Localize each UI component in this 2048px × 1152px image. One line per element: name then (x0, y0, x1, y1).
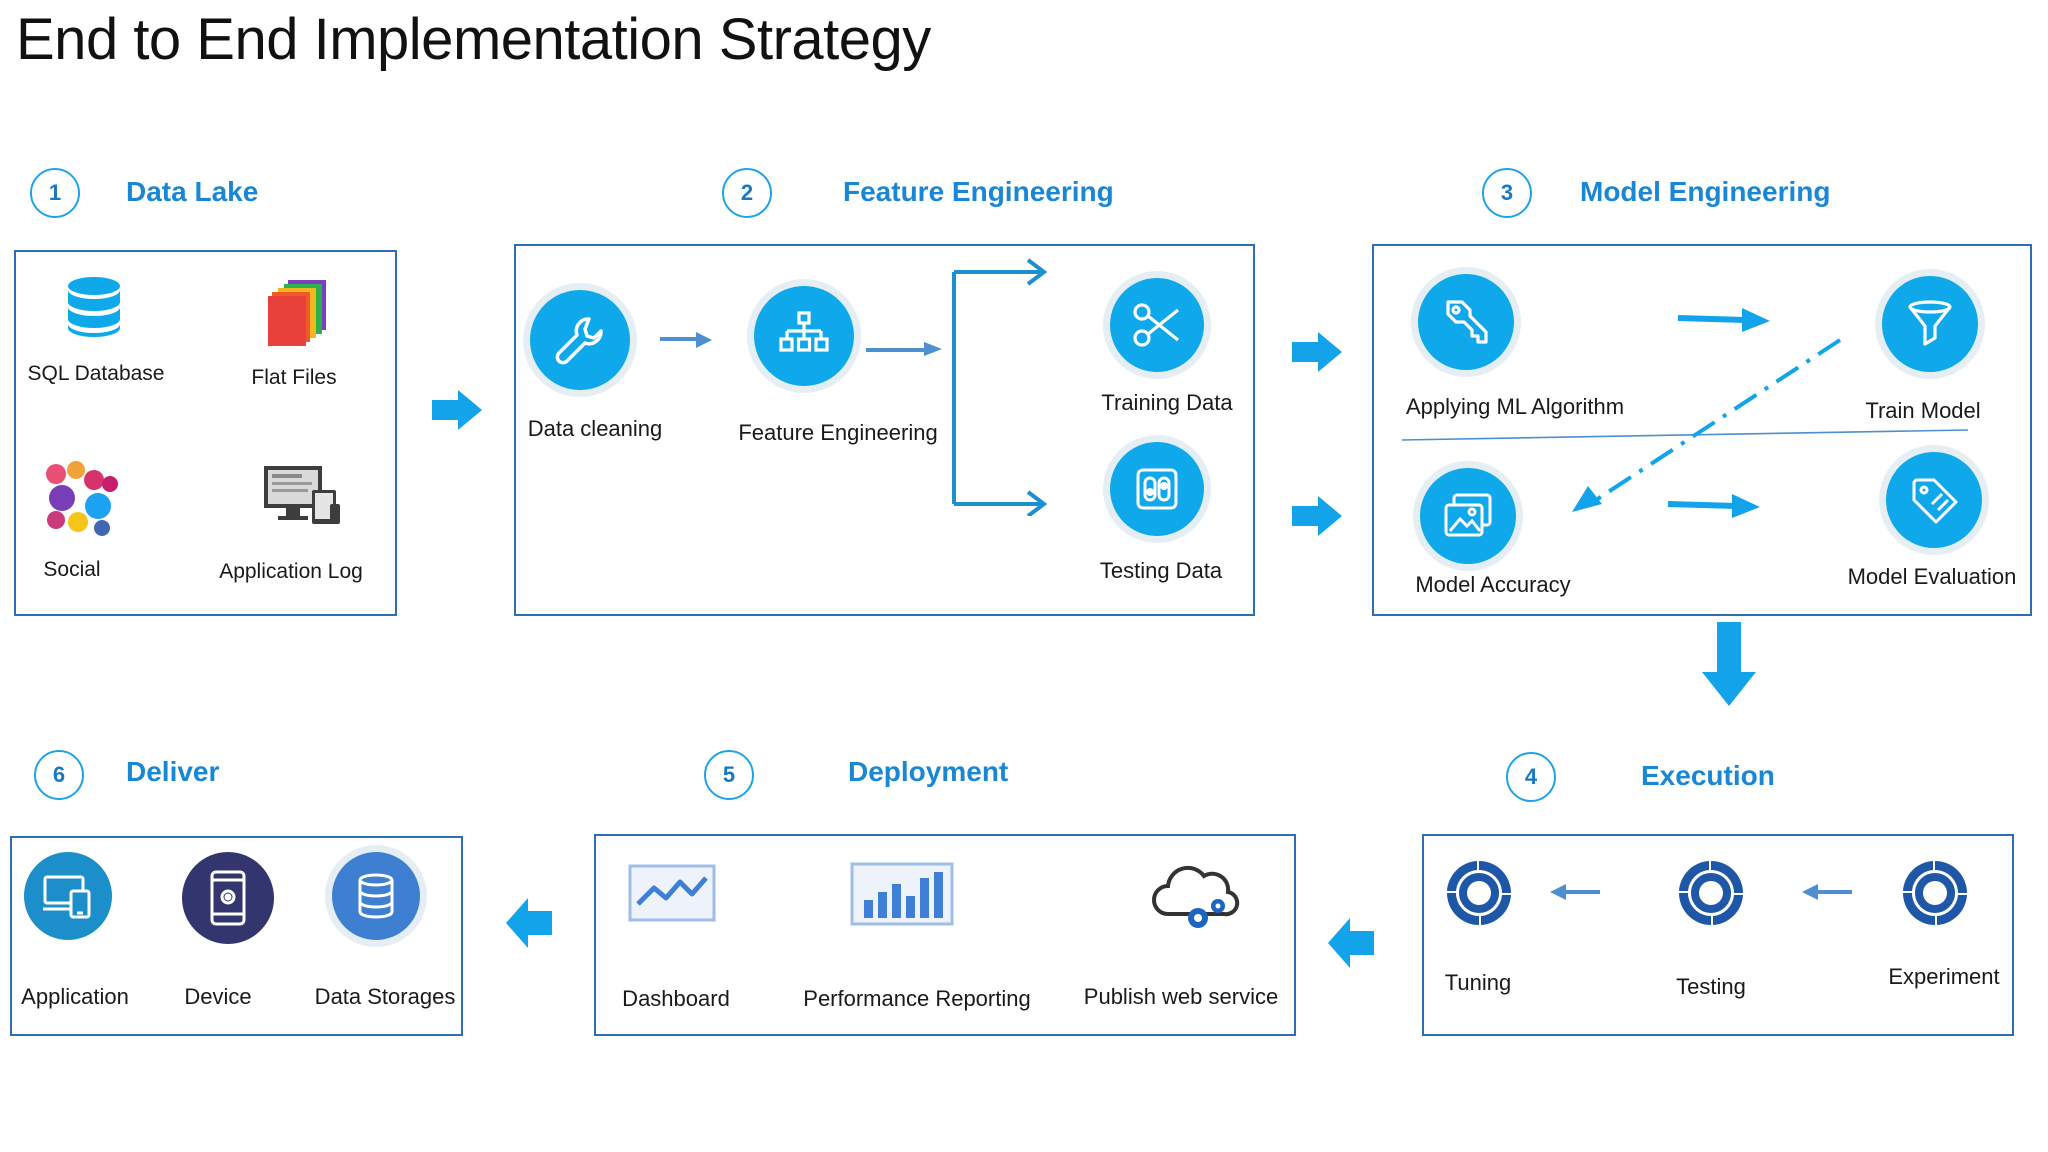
step-2-number: 2 (722, 168, 772, 218)
training-data-label: Training Data (1101, 390, 1233, 415)
step-5-title: Deployment (848, 756, 1009, 787)
flow-arrow-left-small-1 (1548, 882, 1602, 907)
flow-arrow-left-small-2 (1800, 882, 1854, 907)
testing-data-label: Testing Data (1099, 558, 1223, 583)
experiment-cycle-icon (1900, 858, 1970, 933)
flow-arrow-right-2a (1290, 330, 1344, 379)
social-icon (42, 460, 120, 543)
experiment-label: Experiment (1888, 964, 2000, 989)
step-1-number: 1 (30, 168, 80, 218)
tuning-label: Tuning (1444, 970, 1512, 995)
bar-chart-icon (850, 862, 954, 931)
testing-data-icon (1110, 442, 1204, 536)
data-cleaning-label: Data cleaning (527, 416, 663, 441)
flow-arrow-small-3 (1676, 306, 1772, 339)
step-4-number: 4 (1506, 752, 1556, 802)
tag-icon (1886, 452, 1982, 548)
application-label: Application (21, 984, 129, 1009)
step-1-title: Data Lake (126, 176, 259, 207)
model-evaluation-label: Model Evaluation (1847, 564, 2017, 589)
funnel-icon (1882, 276, 1978, 372)
tuning-cycle-icon (1444, 858, 1514, 933)
split-bracket-arrows (948, 256, 1048, 521)
flow-arrow-left-1 (1326, 916, 1376, 975)
page-title: End to End Implementation Strategy (16, 7, 931, 72)
divider-line (1400, 424, 1970, 447)
train-model-label: Train Model (1865, 398, 1981, 423)
database-icon (66, 276, 122, 343)
flow-arrow-small-2 (864, 338, 944, 365)
feature-engineering-panel (514, 244, 1255, 616)
step-3-number: 3 (1482, 168, 1532, 218)
dashboard-label: Dashboard (622, 986, 730, 1011)
cloud-gear-icon (1148, 860, 1240, 943)
step-5-number: 5 (704, 750, 754, 800)
wrench-icon (530, 290, 630, 390)
flow-arrow-small-1 (658, 330, 714, 355)
step-4-title: Execution (1641, 760, 1775, 791)
data-storages-label: Data Storages (314, 984, 456, 1009)
phone-gear-icon (182, 852, 274, 944)
gallery-icon (1420, 468, 1516, 564)
line-chart-icon (628, 864, 716, 927)
social-label: Social (43, 558, 101, 581)
devices-icon (24, 852, 112, 940)
flow-arrow-right-2b (1290, 494, 1344, 543)
step-6-number: 6 (34, 750, 84, 800)
testing-label: Testing (1676, 974, 1746, 999)
scissors-icon (1110, 278, 1204, 372)
application-log-icon (262, 462, 342, 537)
flow-arrow-down (1700, 620, 1758, 713)
step-6-title: Deliver (126, 756, 220, 787)
key-icon (1418, 274, 1514, 370)
flow-arrow-right-1 (430, 388, 484, 437)
model-accuracy-label: Model Accuracy (1415, 572, 1571, 597)
applying-ml-algorithm-label: Applying ML Algorithm (1405, 394, 1625, 419)
feature-engineering-label: Feature Engineering (738, 420, 938, 445)
data-lake-panel (14, 250, 397, 616)
flat-files-label: Flat Files (251, 366, 337, 389)
storage-icon (332, 852, 420, 940)
sql-database-label: SQL Database (27, 362, 165, 385)
application-log-label: Application Log (219, 560, 363, 583)
performance-reporting-label: Performance Reporting (803, 986, 1031, 1011)
files-icon (266, 278, 330, 353)
dashed-feedback-arrow (1568, 336, 1844, 521)
flow-arrow-small-4 (1666, 492, 1762, 525)
step-2-title: Feature Engineering (843, 176, 1114, 207)
testing-cycle-icon (1676, 858, 1746, 933)
publish-web-service-label: Publish web service (1083, 984, 1279, 1009)
step-3-title: Model Engineering (1580, 176, 1831, 207)
device-label: Device (184, 984, 252, 1009)
flow-arrow-left-2 (504, 896, 554, 955)
hierarchy-icon (754, 286, 854, 386)
